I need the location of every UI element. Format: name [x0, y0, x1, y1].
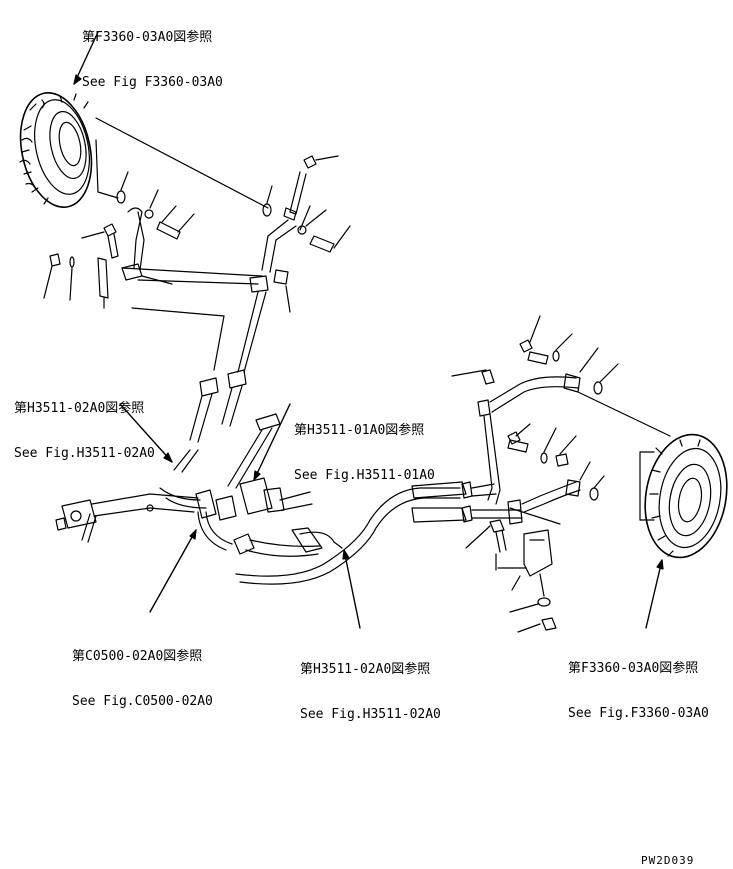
- upper-right-tube: [131, 219, 297, 373]
- reference-label-left-hose: 第H3511-02A0図参照 See Fig.H3511-02A0: [14, 371, 155, 476]
- reference-en: See Fig.H3511-02A0: [14, 446, 155, 461]
- upper-left-tube: [43, 189, 263, 309]
- reference-en: See Fig.F3360-03A0: [568, 706, 709, 721]
- final-drive-gear-right: [639, 433, 728, 629]
- reference-jp: 第H3511-02A0図参照: [14, 401, 145, 416]
- reference-label-bottom-right: 第F3360-03A0図参照 See Fig.F3360-03A0: [568, 631, 709, 736]
- central-block: [227, 403, 343, 553]
- right-tubes: [451, 315, 671, 633]
- long-tube: [235, 481, 473, 585]
- leader-bottom-left: [149, 529, 197, 613]
- leader-left-hose: [119, 403, 173, 463]
- fittings-top: [116, 155, 351, 253]
- leader-top-ref: [73, 31, 269, 209]
- reference-label-top: 第F3360-03A0図参照 See Fig F3360-03A0: [82, 0, 223, 105]
- left-block-tube: [55, 493, 199, 543]
- reference-jp: 第H3511-02A0図参照: [300, 662, 431, 677]
- reference-en: See Fig.H3511-02A0: [300, 707, 441, 722]
- reference-label-bottom-center: 第H3511-02A0図参照 See Fig.H3511-02A0: [300, 632, 441, 737]
- reference-jp: 第F3360-03A0図参照: [568, 661, 699, 676]
- reference-en: See Fig.H3511-01A0: [294, 468, 435, 483]
- reference-jp: 第F3360-03A0図参照: [82, 30, 213, 45]
- reference-en: See Fig.C0500-02A0: [72, 694, 213, 709]
- left-hoses: [159, 369, 321, 557]
- reference-label-bottom-left: 第C0500-02A0図参照 See Fig.C0500-02A0: [72, 619, 213, 724]
- reference-jp: 第C0500-02A0図参照: [72, 649, 203, 664]
- final-drive-gear-top-left: [19, 92, 93, 208]
- reference-en: See Fig F3360-03A0: [82, 75, 223, 90]
- drawing-code: PW2D039: [641, 854, 695, 867]
- reference-jp: 第H3511-01A0図参照: [294, 423, 425, 438]
- reference-label-center: 第H3511-01A0図参照 See Fig.H3511-01A0: [294, 393, 435, 498]
- leader-bottom-center: [342, 549, 361, 629]
